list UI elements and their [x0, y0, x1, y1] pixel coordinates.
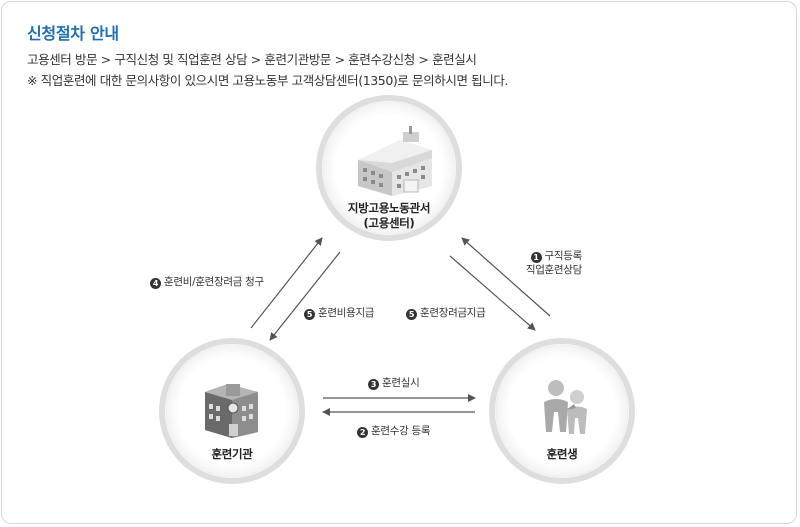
- arrow-institution-to-center: [250, 237, 323, 329]
- center-node-label: 지방고용노동관서 (고용센터): [329, 201, 449, 231]
- step-number-badge: 2: [357, 427, 368, 438]
- inquiry-note: ※ 직업훈련에 대한 문의사항이 있으시면 고용노동부 고객상담센터(1350)…: [27, 73, 509, 88]
- center-node-name: 지방고용노동관서: [347, 201, 431, 215]
- trainee-node-label: 훈련생: [546, 447, 578, 461]
- arrow-trainee-to-center: [461, 237, 551, 317]
- arrow-center-to-trainee: [449, 255, 536, 331]
- center-node-subname: (고용센터): [363, 216, 415, 230]
- step-number-badge: 5: [304, 309, 315, 320]
- government-building-icon: [358, 126, 432, 196]
- school-building-icon: [205, 384, 258, 438]
- step-number-badge: 4: [150, 278, 161, 289]
- page-title: 신청절차 안내: [27, 24, 119, 43]
- arrow-center-to-institution: [269, 251, 341, 341]
- procedure-steps: 고용센터 방문 > 구직신청 및 직업훈련 상담 > 훈련기관방문 > 훈련수강…: [27, 52, 477, 67]
- step-number-badge: 3: [368, 379, 379, 390]
- step-number-badge: 5: [406, 309, 417, 320]
- people-icon: [544, 380, 587, 434]
- institution-node-label: 훈련기관: [211, 447, 253, 461]
- step-number-badge: 1: [530, 252, 542, 263]
